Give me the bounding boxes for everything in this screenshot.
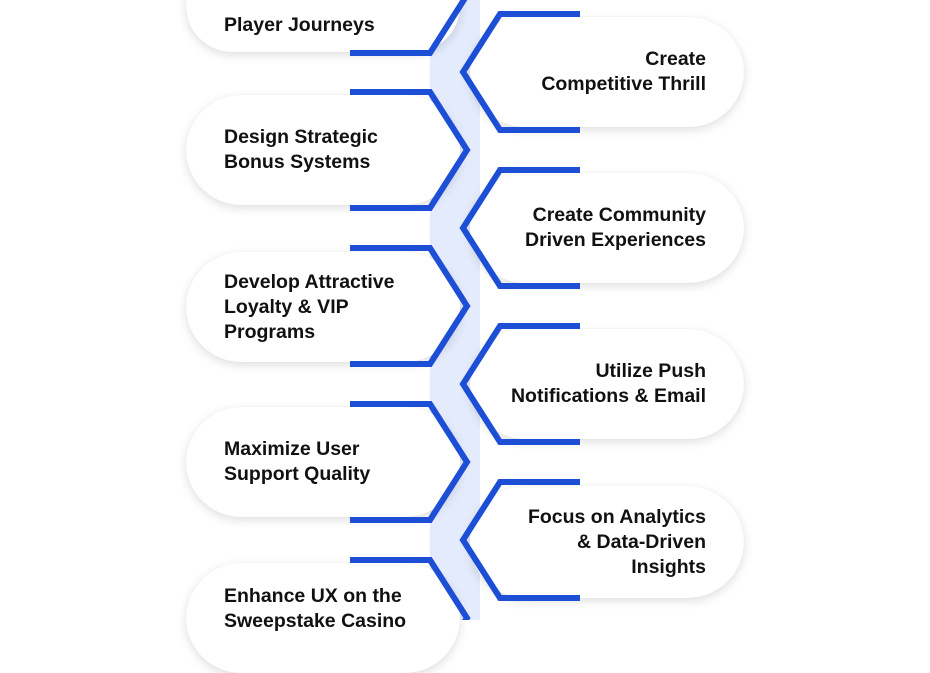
step-card: Focus on Analytics & Data-Driven Insight… bbox=[470, 486, 744, 598]
connector-spine bbox=[430, 0, 480, 620]
step-card: Maximize User Support Quality bbox=[186, 407, 460, 517]
step-card: Create Competitive Thrill bbox=[470, 17, 744, 127]
step-card: Player Journeys bbox=[186, 0, 460, 52]
step-card: Utilize Push Notifications & Email bbox=[470, 329, 744, 439]
step-label: Focus on Analytics & Data-Driven Insight… bbox=[527, 505, 706, 578]
step-label: Enhance UX on the Sweepstake Casino bbox=[224, 585, 407, 632]
step-card: Create Community Driven Experiences bbox=[470, 173, 744, 283]
step-label: Utilize Push Notifications & Email bbox=[510, 360, 706, 407]
step-label: Maximize User Support Quality bbox=[224, 438, 371, 485]
step-label: Design Strategic Bonus Systems bbox=[224, 126, 378, 173]
step-card: Design Strategic Bonus Systems bbox=[186, 95, 460, 205]
step-label: Create Competitive Thrill bbox=[541, 48, 706, 95]
step-label: Develop Attractive Loyalty & VIP Program… bbox=[224, 270, 395, 343]
step-card: Develop Attractive Loyalty & VIP Program… bbox=[186, 252, 460, 362]
step-label: Player Journeys bbox=[224, 13, 375, 36]
step-label: Create Community Driven Experiences bbox=[524, 204, 706, 251]
step-card: Enhance UX on the Sweepstake Casino bbox=[186, 563, 460, 673]
